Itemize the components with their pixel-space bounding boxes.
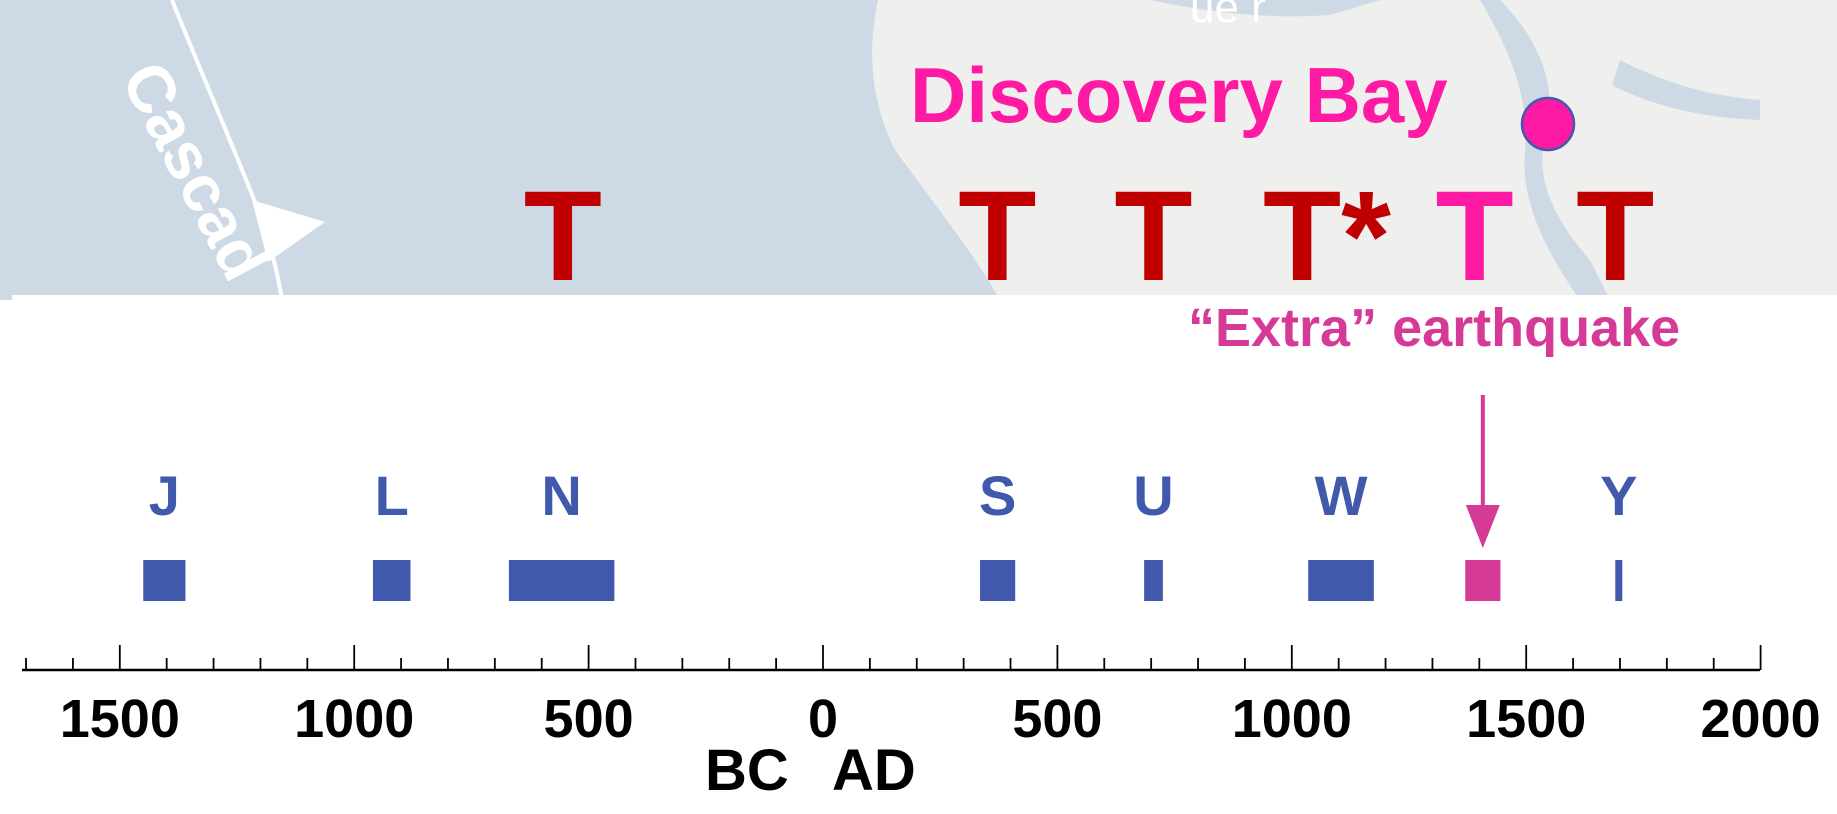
event-label-W: W bbox=[1315, 464, 1368, 527]
x-tick-label: 1000 bbox=[1232, 689, 1352, 749]
era-label-bc: BC bbox=[705, 738, 789, 803]
trench-barb bbox=[252, 200, 325, 262]
tsunami-marker: T bbox=[958, 165, 1036, 308]
inlet-water bbox=[1480, 0, 1610, 300]
extra-earthquake-bar bbox=[1465, 560, 1501, 601]
earthquake-bar-U bbox=[1144, 560, 1163, 601]
earthquake-bar-Y bbox=[1615, 560, 1623, 601]
map-label-top: ue r bbox=[1190, 0, 1266, 32]
earthquake-bar-L bbox=[372, 560, 411, 601]
location-dot bbox=[1520, 96, 1576, 152]
event-label-N: N bbox=[541, 464, 581, 527]
chart-panel bbox=[12, 295, 1837, 814]
era-label-ad: AD bbox=[832, 738, 916, 803]
land-area bbox=[872, 0, 1837, 300]
tsunami-marker-starred: T* bbox=[1263, 165, 1391, 308]
x-tick-label: 500 bbox=[544, 689, 634, 749]
earthquake-bar-W bbox=[1308, 560, 1374, 601]
x-tick-label: 2000 bbox=[1701, 689, 1821, 749]
extra-earthquake-label: “Extra” earthquake bbox=[1188, 298, 1680, 358]
event-label-Y: Y bbox=[1600, 464, 1637, 527]
earthquake-bar-S bbox=[980, 560, 1016, 601]
tsunami-marker: T bbox=[1436, 165, 1514, 308]
x-tick-label: 1500 bbox=[60, 689, 180, 749]
x-axis-ticks bbox=[25, 645, 1762, 670]
bay-water bbox=[1150, 0, 1380, 17]
x-tick-label: 500 bbox=[1012, 689, 1102, 749]
location-label: Discovery Bay bbox=[910, 51, 1448, 139]
x-tick-label: 1000 bbox=[294, 689, 414, 749]
x-tick-label: 0 bbox=[808, 689, 838, 749]
x-tick-label: 1500 bbox=[1466, 689, 1586, 749]
earthquake-bar-N bbox=[508, 560, 615, 601]
earthquake-bar-J bbox=[143, 560, 186, 601]
inlet-water-2 bbox=[1612, 60, 1760, 120]
event-label-J: J bbox=[149, 464, 180, 527]
cascadia-trench-line bbox=[170, 0, 284, 301]
tsunami-marker: T bbox=[1576, 165, 1654, 308]
x-axis-tick-labels: 1500 1000 500 0 500 1000 1500 2000 bbox=[60, 689, 1821, 749]
event-label-S: S bbox=[979, 464, 1016, 527]
event-label-U: U bbox=[1133, 464, 1173, 527]
event-label-L: L bbox=[375, 464, 409, 527]
tsunami-marker: T bbox=[524, 165, 602, 308]
tsunami-marker: T bbox=[1114, 165, 1192, 308]
map-background: Cascad ue r bbox=[0, 0, 1837, 301]
extra-earthquake-arrowhead bbox=[1465, 505, 1500, 548]
